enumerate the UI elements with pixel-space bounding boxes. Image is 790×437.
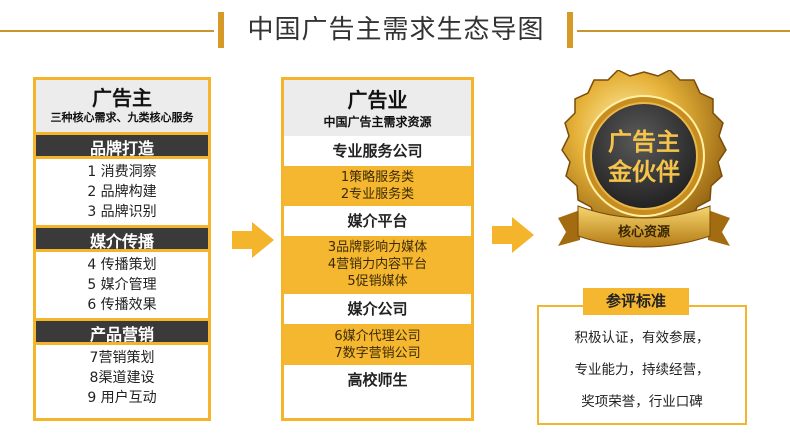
- list-item: 2专业服务类: [340, 187, 415, 202]
- list-item: 奖项荣誉，行业口碑: [581, 394, 703, 410]
- section-brand-building: 品牌打造: [36, 132, 208, 159]
- list-item: 1 消费洞察: [87, 164, 157, 180]
- list-item: 1策略服务类: [340, 170, 415, 185]
- advertiser-title: 广告主: [92, 86, 152, 110]
- list-item: 6 传播效果: [87, 297, 157, 313]
- advertiser-header: 广告主 三种核心需求、九类核心服务: [36, 80, 208, 132]
- arrow-right-icon: [232, 222, 274, 258]
- industry-title: 广告业: [347, 88, 408, 112]
- section-professional-services: 专业服务公司: [284, 136, 471, 166]
- professional-services-list: 1策略服务类 2专业服务类: [284, 166, 471, 206]
- section-product-marketing: 产品营销: [36, 318, 208, 345]
- list-item: 专业能力，持续经营，: [574, 362, 710, 378]
- list-item: 5促销媒体: [347, 274, 408, 289]
- section-media-platform: 媒介平台: [284, 206, 471, 236]
- brand-building-list: 1 消费洞察 2 品牌构建 3 品牌识别: [36, 159, 208, 225]
- media-communication-list: 4 传播策划 5 媒介管理 6 传播效果: [36, 252, 208, 318]
- list-item: 7营销策划: [89, 350, 155, 366]
- medal-ribbon: 核心资源: [618, 224, 670, 240]
- title-bar-left: [218, 12, 224, 48]
- list-item: 6媒介代理公司: [334, 329, 421, 344]
- list-item: 8渠道建设: [89, 370, 155, 386]
- industry-subtitle: 中国广告主需求资源: [323, 115, 432, 129]
- product-marketing-list: 7营销策划 8渠道建设 9 用户互动: [36, 345, 208, 411]
- list-item: 9 用户互动: [87, 390, 157, 406]
- advertiser-subtitle: 三种核心需求、九类核心服务: [50, 111, 194, 124]
- title-rule-left: [0, 30, 214, 32]
- evaluation-list: 积极认证，有效参展， 专业能力，持续经营， 奖项荣誉，行业口碑: [537, 322, 747, 418]
- arrow-right-icon: [492, 217, 534, 253]
- media-company-list: 6媒介代理公司 7数字营销公司: [284, 324, 471, 365]
- gold-partner-medal-icon: 广告主 金伙伴 核心资源: [558, 70, 730, 248]
- page-title: 中国广告主需求生态导图: [247, 15, 545, 45]
- title-rule-right: [577, 30, 790, 32]
- media-platform-list: 3品牌影响力媒体 4营销力内容平台 5促销媒体: [284, 236, 471, 294]
- evaluation-title: 参评标准: [583, 288, 689, 315]
- list-item: 7数字营销公司: [334, 346, 421, 361]
- industry-column: 广告业 中国广告主需求资源 专业服务公司 1策略服务类 2专业服务类 媒介平台 …: [281, 77, 474, 421]
- advertiser-column: 广告主 三种核心需求、九类核心服务 品牌打造 1 消费洞察 2 品牌构建 3 品…: [33, 77, 211, 421]
- evaluation-card: [537, 305, 747, 425]
- list-item: 5 媒介管理: [87, 277, 157, 293]
- medal-line1: 广告主: [608, 128, 680, 156]
- list-item: 4 传播策划: [87, 257, 157, 273]
- list-item: 积极认证，有效参展，: [574, 330, 710, 346]
- list-item: 2 品牌构建: [87, 184, 157, 200]
- medal-line2: 金伙伴: [607, 158, 680, 186]
- section-media-communication: 媒介传播: [36, 225, 208, 252]
- title-bar-right: [567, 12, 573, 48]
- section-university: 高校师生: [284, 365, 471, 395]
- list-item: 3 品牌识别: [87, 204, 157, 220]
- industry-header: 广告业 中国广告主需求资源: [284, 80, 471, 136]
- list-item: 3品牌影响力媒体: [327, 240, 428, 255]
- section-media-company: 媒介公司: [284, 294, 471, 324]
- list-item: 4营销力内容平台: [327, 257, 428, 272]
